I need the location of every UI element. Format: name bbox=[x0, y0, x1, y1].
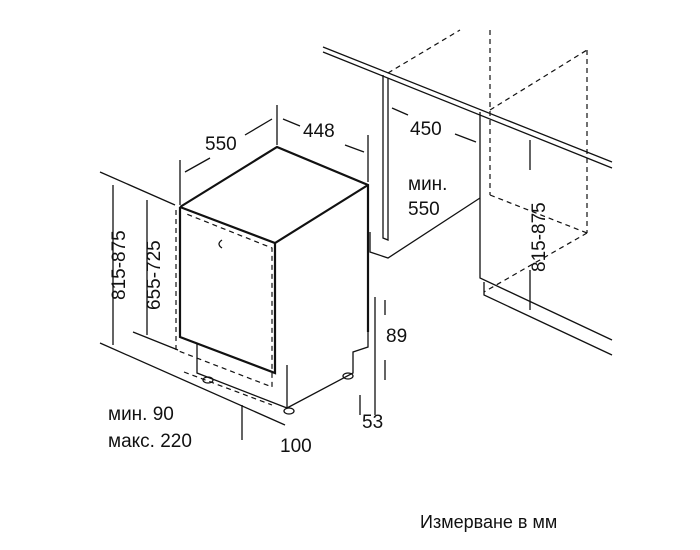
plinth-depth-label: 100 bbox=[280, 436, 312, 457]
niche-width-label: 450 bbox=[410, 119, 442, 140]
foot-offset-label: 53 bbox=[362, 412, 383, 433]
plinth-min-label: мин. 90 bbox=[108, 404, 174, 425]
height-door-label: 655-725 bbox=[144, 240, 165, 310]
caption: Измерване в мм bbox=[420, 512, 557, 532]
plinth-height-label: 89 bbox=[386, 326, 407, 347]
niche-height-label: 815-875 bbox=[529, 202, 550, 272]
dishwasher-outline bbox=[175, 145, 370, 415]
niche-depth-min-label: мин. bbox=[408, 174, 447, 195]
width-label: 448 bbox=[303, 121, 335, 142]
dimension-lines bbox=[99, 105, 386, 440]
depth-label: 550 bbox=[205, 134, 237, 155]
plinth-max-label: макс. 220 bbox=[108, 431, 192, 452]
cabinet-niche bbox=[322, 29, 613, 356]
niche-depth-min-value: 550 bbox=[408, 199, 440, 220]
height-total-label: 815-875 bbox=[109, 230, 130, 300]
